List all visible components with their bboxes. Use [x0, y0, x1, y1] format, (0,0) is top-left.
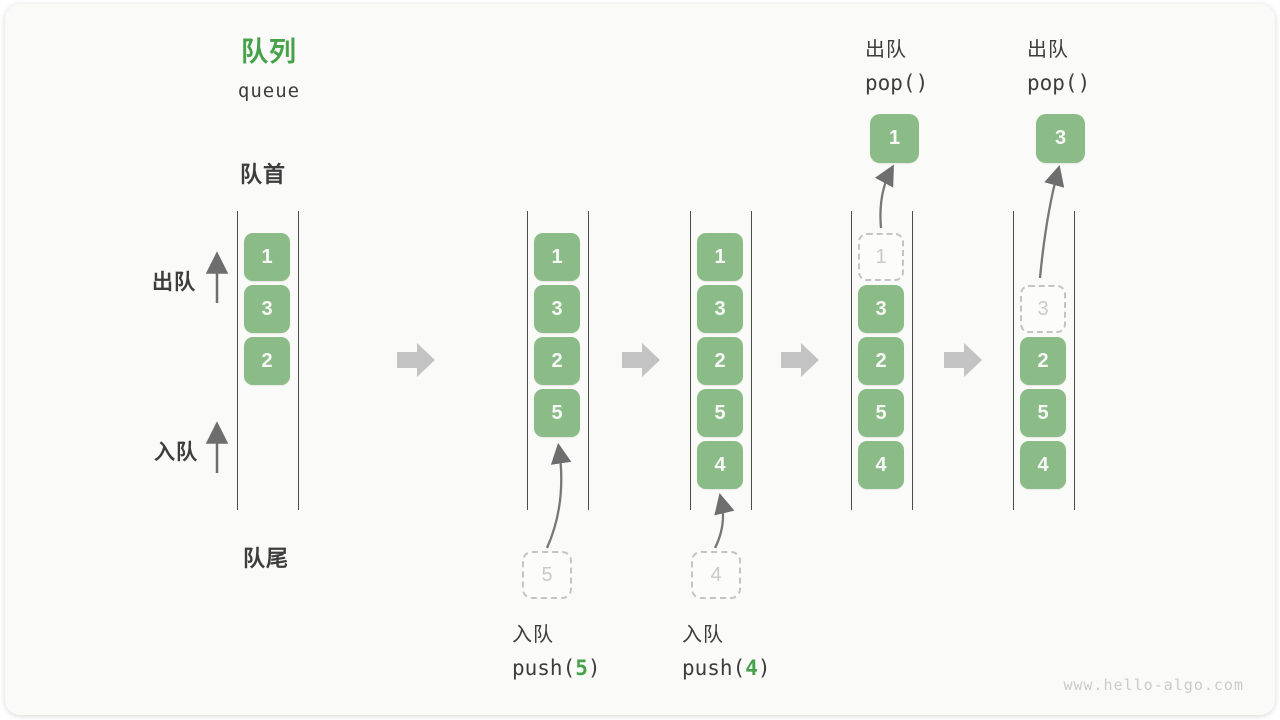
queue-cell: 5: [1020, 389, 1066, 437]
watermark: www.hello-algo.com: [1063, 676, 1244, 694]
queue-cell: 4: [858, 441, 904, 489]
queue-cell: 3: [534, 285, 580, 333]
queue-state-1: 1 3 2: [237, 211, 299, 510]
operation-code: pop(): [865, 71, 929, 95]
queue-cell: 2: [244, 337, 290, 385]
popped-box-1: 1: [870, 114, 919, 163]
operation-pop-2: 出队 pop(): [1027, 33, 1090, 95]
queue-cell: 3: [858, 285, 904, 333]
queue-cell: 1: [697, 233, 743, 281]
label-dequeue: 出队: [152, 271, 196, 294]
diagram-title: 队列: [241, 37, 297, 67]
queue-cell: 1: [534, 233, 580, 281]
queue-state-4: 1 3 2 5 4: [851, 211, 913, 510]
staging-box-4: 4: [691, 551, 741, 599]
queue-cell-removed: 1: [858, 233, 904, 281]
operation-code: pop(): [1027, 71, 1091, 95]
code-text: push(: [512, 656, 576, 680]
operation-pop-1: 出队 pop(): [865, 33, 928, 95]
diagram-card: [5, 4, 1275, 715]
queue-state-5: 3 2 5 4: [1013, 211, 1075, 510]
queue-cell: 2: [858, 337, 904, 385]
queue-cell: 3: [697, 285, 743, 333]
queue-cell: 4: [1020, 441, 1066, 489]
diagram-subtitle: queue: [237, 80, 301, 102]
queue-cell: 2: [697, 337, 743, 385]
code-arg: 4: [745, 656, 758, 680]
operation-code: push(4): [682, 656, 771, 680]
queue-cell: 4: [697, 441, 743, 489]
operation-push-4: 入队 push(4): [682, 618, 771, 680]
operation-push-5: 入队 push(5): [512, 618, 601, 680]
queue-cell-removed: 3: [1020, 285, 1066, 333]
popped-box-3: 3: [1036, 114, 1085, 163]
header: 队列 queue: [208, 30, 330, 102]
label-queue-rear: 队尾: [243, 546, 290, 571]
operation-label: 入队: [512, 624, 554, 646]
queue-state-2: 1 3 2 5: [527, 211, 589, 510]
label-queue-front: 队首: [240, 162, 287, 187]
code-arg: 5: [575, 656, 588, 680]
queue-cell: 5: [697, 389, 743, 437]
operation-label: 出队: [865, 39, 907, 61]
queue-cell: 5: [858, 389, 904, 437]
code-text: ): [587, 656, 601, 680]
queue-state-3: 1 3 2 5 4: [690, 211, 752, 510]
operation-code: push(5): [512, 656, 601, 680]
code-text: ): [757, 656, 771, 680]
operation-label: 入队: [682, 624, 724, 646]
queue-cell: 1: [244, 233, 290, 281]
queue-cell: 5: [534, 389, 580, 437]
queue-cell: 2: [534, 337, 580, 385]
queue-cell: 3: [244, 285, 290, 333]
operation-label: 出队: [1027, 39, 1069, 61]
queue-cell: 2: [1020, 337, 1066, 385]
code-text: push(: [682, 656, 746, 680]
label-enqueue: 入队: [154, 441, 198, 464]
staging-box-5: 5: [522, 551, 572, 599]
